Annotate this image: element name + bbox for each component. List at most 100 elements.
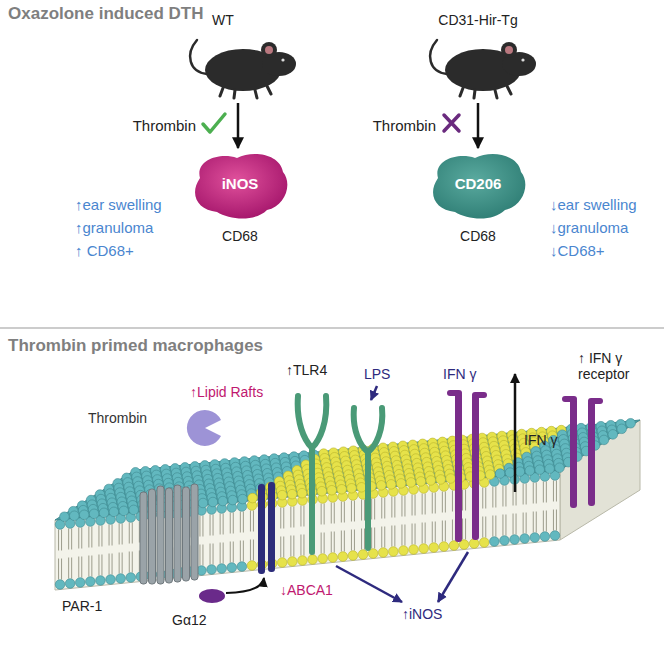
signal-arrow	[438, 552, 468, 602]
lipid-tail	[452, 520, 453, 541]
lipid-tail	[88, 527, 89, 548]
lipid-head	[75, 578, 85, 588]
lipid-tail	[331, 532, 332, 553]
lipid-tail	[513, 514, 514, 535]
lipid-tail	[391, 497, 392, 518]
effect-text: ↑Lipid Rafts	[190, 384, 263, 400]
lipid-tail	[324, 504, 325, 525]
lipid-head	[439, 542, 449, 552]
curved-arrow	[226, 578, 264, 593]
lipid-tail	[119, 524, 120, 545]
lipid-tail	[98, 526, 99, 547]
lipid-tail	[465, 490, 466, 511]
lipid-tail	[240, 512, 241, 533]
lipid-head	[399, 546, 409, 556]
membrane-front	[55, 470, 560, 590]
lipid-head	[337, 484, 347, 494]
lipid-head	[287, 489, 297, 499]
lipid-tail	[223, 514, 224, 535]
lipid-tail	[331, 503, 332, 524]
lipid-tail	[384, 527, 385, 548]
abca1-transporter	[258, 484, 265, 574]
lipid-head	[89, 509, 99, 519]
lipid-tail	[223, 543, 224, 564]
marker-label: CD68	[423, 228, 533, 244]
lipid-head	[515, 467, 525, 477]
ligand-label: IFN γ	[524, 432, 557, 448]
thrombin-enzyme	[187, 410, 221, 446]
lipid-head	[327, 485, 337, 495]
lipid-head	[248, 493, 258, 503]
lipid-tail	[502, 486, 503, 507]
macrophage-cell: iNOSCD68	[185, 148, 295, 248]
lipid-head	[129, 505, 139, 515]
lipid-tail	[435, 493, 436, 514]
lipid-head	[277, 558, 287, 568]
lipid-head	[505, 468, 515, 478]
lipid-tail	[290, 536, 291, 557]
lipid-tail	[122, 524, 123, 545]
lipid-tail	[293, 507, 294, 528]
lipid-tail	[364, 529, 365, 550]
lipid-tail	[556, 481, 557, 502]
lipid-tail	[230, 542, 231, 563]
lipid-tail	[303, 506, 304, 527]
lipid-tail	[202, 545, 203, 566]
lipid-tail	[344, 531, 345, 552]
lipid-tail	[68, 529, 69, 550]
lipid-head	[446, 474, 456, 484]
lipid-tail	[78, 557, 79, 578]
lipid-tail	[243, 512, 244, 533]
lipid-tail	[516, 514, 517, 535]
lipid-tail	[422, 523, 423, 544]
lipid-tail	[334, 532, 335, 553]
lipid-head	[469, 539, 479, 549]
mouse-figure	[430, 40, 536, 98]
receptor-label: PAR-1	[62, 598, 102, 614]
lipid-tail	[361, 500, 362, 521]
lipid-tail	[61, 559, 62, 580]
lipid-head	[626, 418, 636, 428]
arrow-connector	[237, 103, 240, 148]
lipid-head	[396, 479, 406, 489]
lipid-tail	[122, 553, 123, 574]
lipid-head	[338, 552, 348, 562]
lipid-tail	[553, 481, 554, 502]
receptor-label: ↑TLR4	[286, 362, 327, 378]
lipid-head	[500, 536, 510, 546]
edge-label: Thrombin	[133, 117, 196, 134]
lipid-tail	[199, 545, 200, 566]
lipid-tail	[303, 535, 304, 556]
lipid-tail	[412, 495, 413, 516]
lipid-tail	[415, 524, 416, 545]
lipid-head	[109, 507, 119, 517]
lipid-tail	[543, 511, 544, 532]
lipid-head	[429, 543, 439, 553]
effect-text: ↓ear swelling	[550, 196, 637, 213]
lipid-head	[357, 483, 367, 493]
lipid-tail	[435, 522, 436, 543]
lipid-tail	[526, 484, 527, 505]
lipid-tail	[513, 485, 514, 506]
lipid-head	[65, 579, 75, 589]
lipid-head	[386, 480, 396, 490]
lipid-head	[555, 463, 565, 473]
lipid-tail	[495, 487, 496, 508]
lipid-tail	[374, 499, 375, 520]
lipid-tail	[401, 496, 402, 517]
lipid-tail	[98, 555, 99, 576]
lipid-tail	[324, 533, 325, 554]
tlr4-receptor	[298, 396, 383, 552]
mouse-group: CD31-Hir-Tg	[418, 8, 538, 103]
lipid-tail	[71, 558, 72, 579]
lipid-tail	[482, 517, 483, 538]
check-mark	[203, 114, 225, 132]
lipid-tail	[202, 516, 203, 537]
lipid-head	[485, 470, 495, 480]
lipid-head	[55, 580, 65, 590]
lipid-head	[208, 497, 218, 507]
lipid-tail	[129, 523, 130, 544]
lipid-tail	[412, 524, 413, 545]
lipid-tail	[253, 511, 254, 532]
